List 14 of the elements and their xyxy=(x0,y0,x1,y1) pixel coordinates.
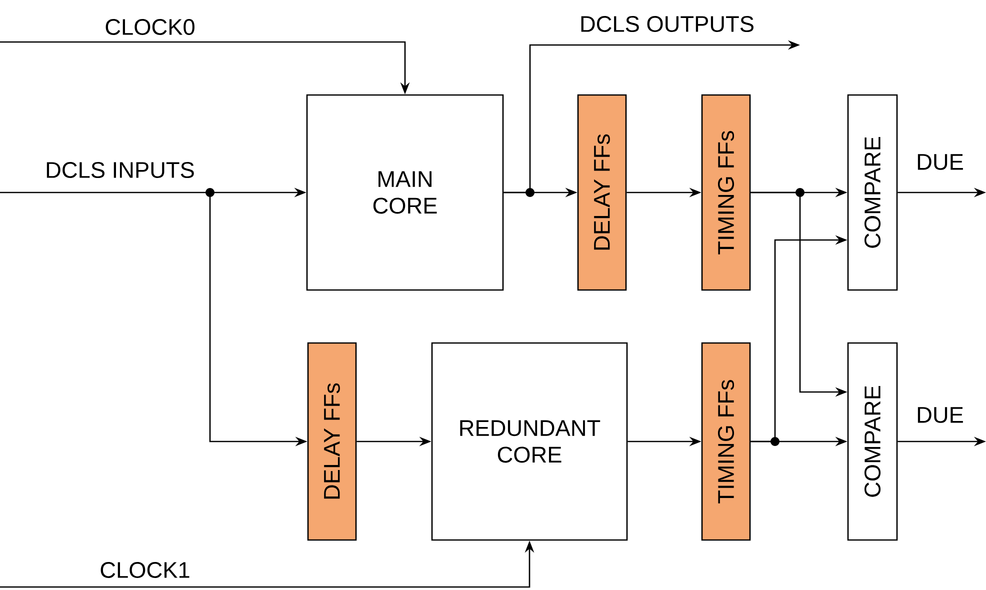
edge-label: DUE xyxy=(914,406,966,424)
compare-box: COMPARE xyxy=(847,342,898,541)
edge-label: DCLS INPUTS xyxy=(44,160,196,180)
edge-label: CLOCK1 xyxy=(98,560,192,580)
core-box: REDUNDANT CORE xyxy=(431,342,628,541)
edge-label: CLOCK0 xyxy=(103,18,197,36)
flip-flop-box: TIMING FFs xyxy=(701,94,751,291)
edge-label: DCLS OUTPUTS xyxy=(578,14,756,34)
core-box: MAIN CORE xyxy=(306,94,504,291)
flip-flop-box: DELAY FFs xyxy=(577,94,627,291)
flip-flop-box: DELAY FFs xyxy=(307,342,357,541)
compare-box: COMPARE xyxy=(847,94,898,291)
edge-label: DUE xyxy=(914,152,966,172)
flip-flop-box: TIMING FFs xyxy=(701,342,751,541)
